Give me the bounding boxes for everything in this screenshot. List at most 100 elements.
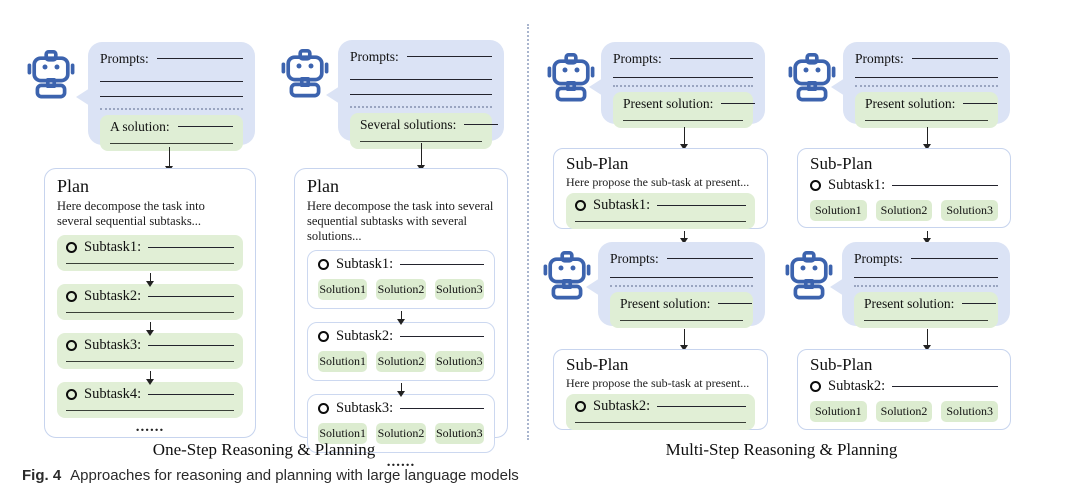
solution-chip: Solution2 <box>376 279 426 300</box>
subtask-label: Subtask2: <box>593 398 651 414</box>
placeholder-line <box>613 77 753 78</box>
circle-bullet-icon <box>810 380 821 392</box>
prompt-bubble-multi-step-2: Prompts: Present solution: <box>586 242 765 328</box>
placeholder-line <box>100 96 243 97</box>
placeholder-line <box>669 58 753 59</box>
prompts-label: Prompts: <box>613 51 662 66</box>
solution-box: Present solution: <box>854 292 998 328</box>
present-solution-label: Present solution: <box>864 296 955 311</box>
circle-bullet-icon <box>575 199 586 211</box>
placeholder-line <box>865 120 988 121</box>
plan-description: Here decompose the task into several seq… <box>307 199 494 243</box>
a-solution-label: A solution: <box>110 119 170 134</box>
multi-step-caption: Multi-Step Reasoning & Planning <box>665 440 898 459</box>
placeholder-line <box>657 204 746 206</box>
placeholder-line <box>148 295 234 297</box>
prompt-bubble-multi-step-4: Prompts: Present solution: <box>830 242 1010 328</box>
arrow-down-icon <box>145 273 154 287</box>
placeholder-line <box>666 258 753 259</box>
solution-chip: Solution1 <box>318 423 368 444</box>
arrow-down-icon <box>165 147 174 172</box>
solution-chip: Solution3 <box>941 401 999 422</box>
placeholder-line <box>148 393 234 395</box>
figure-caption-label: Fig. 4 <box>22 467 62 484</box>
dotted-separator <box>100 108 243 110</box>
prompt-bubble-multi-step-3: Prompts: Present solution: <box>831 42 1010 128</box>
subtask-group-box: Subtask3: Solution1 Solution2 Solution3 <box>307 394 495 453</box>
placeholder-line <box>910 258 998 259</box>
placeholder-line <box>177 126 233 127</box>
sub-plan-box-1: Sub-Plan Here propose the sub-task at pr… <box>553 148 768 229</box>
solutions-row: Solution1 Solution2 Solution3 <box>318 279 484 300</box>
circle-bullet-icon <box>318 258 329 270</box>
arrow-down-icon <box>145 371 154 385</box>
solutions-row: Solution1 Solution2 Solution3 <box>318 351 484 372</box>
circle-bullet-icon <box>66 388 77 400</box>
prompts-label: Prompts: <box>854 251 903 266</box>
solution-chip: Solution3 <box>434 423 484 444</box>
sub-plan-box-4: Sub-Plan Subtask2: Solution1 Solution2 S… <box>797 349 1011 430</box>
prompts-label: Prompts: <box>100 51 149 66</box>
prompt-bubble-one-step-single: Prompts: A solution: <box>76 42 255 151</box>
plan-title: Plan <box>57 176 90 196</box>
placeholder-line <box>400 263 484 265</box>
subtask-label: Subtask2: <box>828 378 886 394</box>
robot-icon <box>785 250 833 300</box>
placeholder-line <box>623 120 743 121</box>
robot-icon <box>547 52 595 102</box>
placeholder-line <box>66 361 234 362</box>
arrow-down-icon <box>923 329 932 351</box>
subtask-box: Subtask3: <box>57 333 243 369</box>
subtask-box: Subtask1: <box>57 235 243 271</box>
placeholder-line <box>400 335 484 337</box>
robot-icon <box>788 52 836 102</box>
prompt-bubble-multi-step-1: Prompts: Present solution: <box>589 42 765 128</box>
circle-bullet-icon <box>66 339 77 351</box>
placeholder-line <box>148 344 234 346</box>
solution-chip: Solution3 <box>434 279 484 300</box>
arrow-down-icon <box>396 383 405 397</box>
dotted-separator <box>854 285 998 287</box>
placeholder-line <box>100 81 243 82</box>
figure-caption-text: Approaches for reasoning and planning wi… <box>70 467 519 484</box>
placeholder-line <box>718 303 753 304</box>
robot-icon <box>27 49 75 99</box>
placeholder-line <box>148 246 234 248</box>
solution-box: Present solution: <box>855 92 998 128</box>
subtask-label: Subtask1: <box>336 256 394 272</box>
subtask-group-box: Subtask1: Solution1 Solution2 Solution3 <box>307 250 495 309</box>
solution-chip: Solution3 <box>434 351 484 372</box>
section-divider <box>527 24 529 440</box>
dotted-separator <box>613 85 753 87</box>
solution-box: A solution: <box>100 115 243 151</box>
dotted-separator <box>855 85 998 87</box>
dotted-separator <box>610 285 753 287</box>
one-step-caption: One-Step Reasoning & Planning <box>152 440 376 459</box>
subtask-label: Subtask3: <box>84 337 142 353</box>
solution-row: Present solution: <box>865 95 998 112</box>
placeholder-line <box>610 277 753 278</box>
subtask-row: Subtask2: <box>810 377 998 395</box>
subtask-label: Subtask4: <box>84 386 142 402</box>
sub-plan-box-3: Sub-Plan Subtask1: Solution1 Solution2 S… <box>797 148 1011 228</box>
subtask-box: Subtask1: <box>566 193 755 229</box>
arrow-down-icon <box>396 311 405 325</box>
bubble-tail <box>831 78 845 96</box>
several-solutions-label: Several solutions: <box>360 117 457 132</box>
solution-row: Several solutions: <box>360 116 499 133</box>
placeholder-line <box>854 277 998 278</box>
solution-chip: Solution1 <box>318 351 368 372</box>
arrow-down-icon <box>680 329 689 351</box>
circle-bullet-icon <box>575 400 586 412</box>
placeholder-line <box>575 422 746 423</box>
placeholder-line <box>962 303 997 304</box>
solutions-row: Solution1 Solution2 Solution3 <box>318 423 484 444</box>
placeholder-line <box>156 58 243 59</box>
placeholder-line <box>855 77 998 78</box>
ellipsis-label: ...... <box>135 419 165 435</box>
solution-chip: Solution2 <box>376 351 426 372</box>
prompts-row: Prompts: <box>613 50 753 67</box>
circle-bullet-icon <box>66 290 77 302</box>
subtask-row: Subtask1: <box>810 176 998 194</box>
subtask-label: Subtask1: <box>593 197 651 213</box>
